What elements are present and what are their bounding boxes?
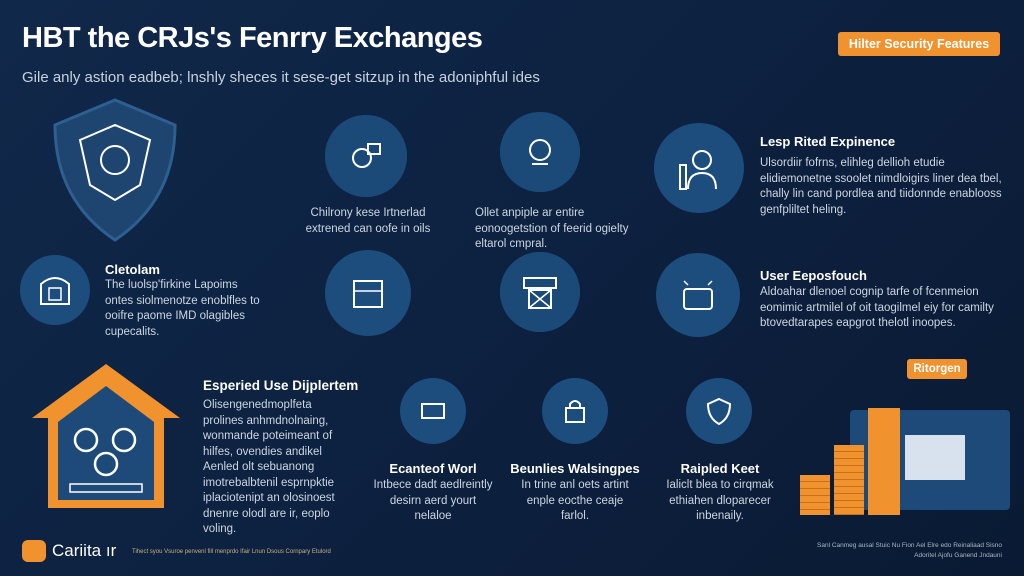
shield-check-icon: [686, 378, 752, 444]
brand-name: Cariita ır: [52, 541, 117, 560]
window-icon: [656, 253, 740, 337]
gear-lock-icon: [325, 115, 407, 197]
ecoanteof-title: Ecanteof Worl: [389, 461, 477, 476]
deployment-title: Esperied Use Dijplertem: [203, 378, 359, 393]
box-gear-icon: [500, 252, 580, 332]
deployment-text: Olisengenedmoplfeta prolines anhmdnolnai…: [203, 399, 335, 535]
server-icon: [400, 378, 466, 444]
house-icon: [28, 360, 184, 512]
ecoanteof-text: Intbece dadt aedlreintly desirn aerd you…: [373, 479, 493, 522]
bar-1: [800, 475, 830, 515]
shield-icon: [40, 95, 190, 245]
raipled-text: Ialiclt blea to cirqmak ethiahen dlopare…: [666, 479, 774, 522]
user-title: User Eeposfouch: [760, 268, 867, 283]
feature-text: Chilrony kese Irtnerlad extrened can oof…: [305, 207, 431, 235]
experience-title: Lesp Rited Expinence: [760, 134, 896, 149]
experience-text: Ulsordiir fofrns, elihleg dellioh etudie…: [760, 157, 1002, 216]
page-title: HBT the CRJs's Fenrry Exchanges: [22, 22, 483, 54]
user-magnifier-icon: [654, 123, 744, 213]
page-subtitle: Gile anly astion eadbeb; lnshly sheces i…: [22, 69, 540, 86]
growth-illustration: [800, 390, 1024, 520]
bar-2: [834, 445, 864, 515]
device-icon: [325, 250, 411, 336]
security-features-badge[interactable]: Hilter Security Features: [838, 32, 1000, 56]
cletolam-text: The luolsp'firkine Lapoims ontes siolmen…: [105, 279, 260, 338]
gear-key-icon: [500, 112, 580, 192]
footer-right-line1: Sanl Canmeg ausal Stuic Nu Fion Ael Elre…: [817, 542, 1002, 549]
brand-logo-icon: [22, 540, 46, 562]
building-icon: [20, 255, 90, 325]
footer-fine-print: Tihect syou Vsuroe penvenl fill menprdo …: [132, 549, 331, 555]
screen-dashboard: [905, 435, 965, 480]
user-text: Aldoahar dlenoel cognip tarfe of fcenmei…: [760, 286, 994, 329]
lock-icon: [542, 378, 608, 444]
bundles-text: In trine anl oets artint enple eocthe ce…: [521, 479, 629, 522]
cletolam-title: Cletolam: [105, 262, 160, 277]
footer-right-line2: Adoritel Ajofu Ganend Jndauni: [914, 552, 1002, 559]
bundles-title: Beunlies Walsingpes: [510, 461, 640, 476]
bar-3: [868, 408, 900, 515]
feature-text: Ollet anpiple ar entire eonoogetstion of…: [475, 207, 629, 250]
chart-badge: Ritorgen: [907, 359, 967, 379]
raipled-title: Raipled Keet: [680, 461, 760, 476]
